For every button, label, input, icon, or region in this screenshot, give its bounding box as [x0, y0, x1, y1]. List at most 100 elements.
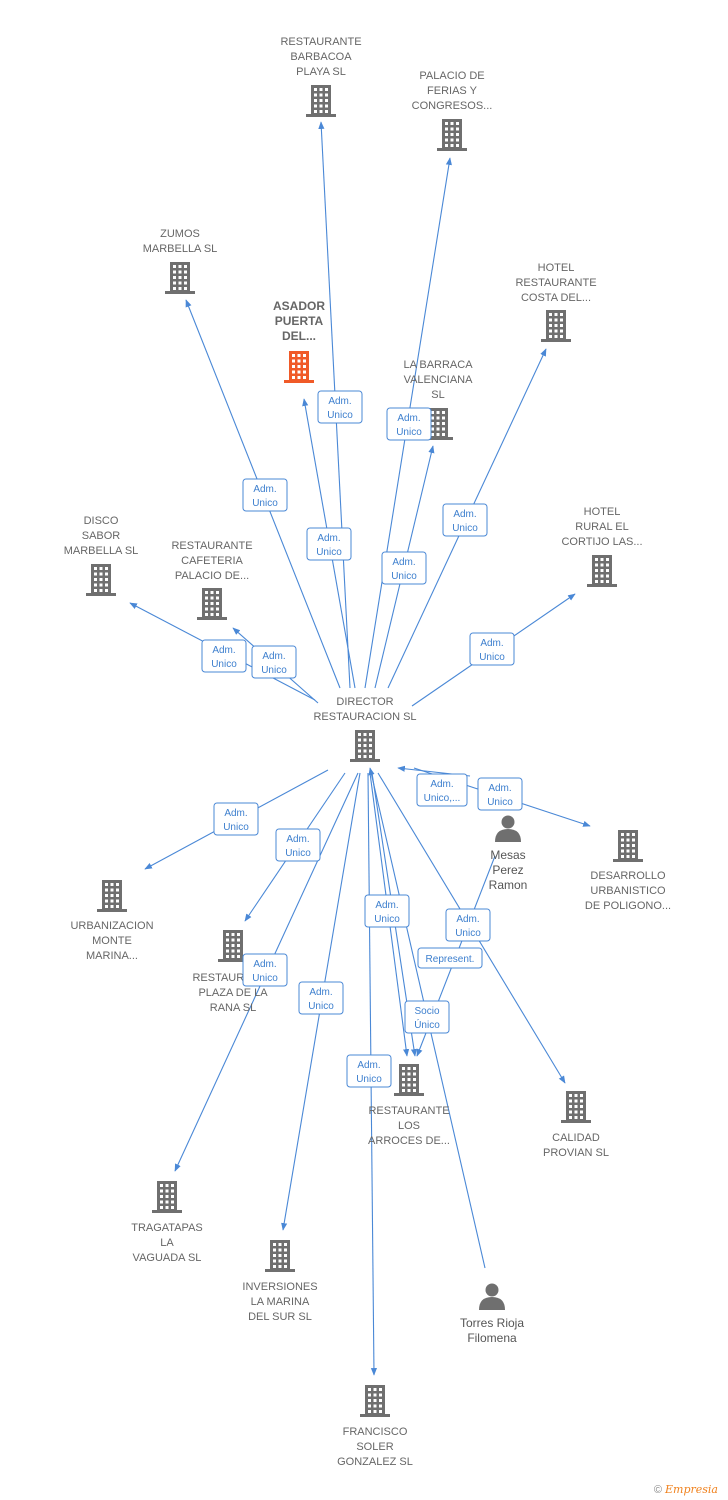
edge-label-text: Unico	[479, 652, 505, 663]
node-label: VALENCIANA	[404, 374, 474, 386]
node-la-barraca[interactable]: LA BARRACA VALENCIANA SL	[403, 359, 473, 440]
building-icon	[165, 262, 195, 294]
node-tragatapas[interactable]: TRAGATAPAS LA VAGUADA SL	[131, 1181, 203, 1264]
node-label: RESTAURANTE	[280, 36, 361, 48]
node-label: CAFETERIA	[181, 555, 243, 567]
node-label: Torres Rioja	[460, 1316, 524, 1330]
edge-label-text: Adm.	[286, 834, 309, 845]
edge-label-text: Unico	[252, 498, 278, 509]
edge-label-text: Unico	[356, 1074, 382, 1085]
node-label: HOTEL	[584, 506, 621, 518]
node-label: MONTE	[92, 935, 132, 947]
edge-label-text: Unico	[327, 410, 353, 421]
edge-label-box	[242, 953, 288, 987]
edge-label-director-inversiones[interactable]: Adm.Unico	[298, 981, 344, 1015]
edge-label-director-hotel_rural[interactable]: Adm.Unico	[469, 632, 515, 666]
empresia-logo[interactable]: Empresia	[665, 1483, 718, 1496]
edge-label-mesas-arroces[interactable]: Represent.	[417, 947, 483, 969]
edge-label-director-plaza_rana[interactable]: Adm.Unico	[275, 828, 321, 862]
edge-label-director-urbanizacion[interactable]: Adm.Unico	[213, 802, 259, 836]
edge-label-text: Adm.	[375, 900, 398, 911]
edge-label-director-calidad[interactable]: Adm.Unico	[445, 908, 491, 942]
building-icon	[437, 119, 467, 151]
edge-label-text: Socio	[414, 1006, 439, 1017]
building-icon	[561, 1091, 591, 1123]
edge-label-director-tragatapas[interactable]: Adm.Unico	[242, 953, 288, 987]
edge-label-text: Unico	[211, 659, 237, 670]
edge-label-box	[201, 639, 247, 673]
node-label: Ramon	[489, 878, 528, 892]
node-label: LA BARRACA	[403, 359, 473, 371]
edge-label-director-palacio_ferias[interactable]: Adm.Unico	[386, 407, 432, 441]
node-label: VAGUADA SL	[133, 1252, 202, 1264]
edge-label-torres-director[interactable]: Adm. Unico	[346, 1054, 392, 1088]
node-label: SL	[431, 389, 444, 401]
building-icon	[350, 730, 380, 762]
edge-label-box	[275, 828, 321, 862]
person-icon	[479, 1283, 505, 1310]
node-label: FERIAS Y	[427, 85, 478, 97]
edge-label-box	[381, 551, 427, 585]
node-label: DEL SUR SL	[248, 1311, 312, 1323]
edge-label-text: Unico	[396, 427, 422, 438]
node-label: LA	[160, 1237, 174, 1249]
edge-label-director-disco[interactable]: Adm. Unico	[201, 639, 247, 673]
node-label: SABOR	[82, 530, 121, 542]
building-icon	[306, 85, 336, 117]
node-label: ASADOR	[273, 299, 325, 313]
edge-label-director-zumos[interactable]: Adm.Unico	[242, 478, 288, 512]
edge-label-director-desarrollo[interactable]: Adm.Unico	[477, 777, 523, 811]
edge-label-box	[416, 773, 468, 807]
node-label: DEL...	[282, 329, 316, 343]
edge-label-text: Adm.	[212, 645, 235, 656]
edge-label-director-barraca[interactable]: Adm.Unico	[381, 551, 427, 585]
edge-label-text: Adm.	[328, 396, 351, 407]
edge-label-director-cafeteria[interactable]: Adm.Unico	[251, 645, 297, 679]
edge-label-box	[477, 777, 523, 811]
node-label: GONZALEZ SL	[337, 1456, 413, 1468]
edge-label-text: Adm.	[253, 959, 276, 970]
edge-label-director-hotel_costa[interactable]: Adm.Unico	[442, 503, 488, 537]
node-label: INVERSIONES	[242, 1281, 317, 1293]
node-label: Mesas	[490, 848, 525, 862]
node-urbanizacion-monte[interactable]: URBANIZACIONMONTEMARINA...	[70, 880, 154, 962]
node-label: RESTAURANTE	[515, 277, 596, 289]
edge-label-box	[298, 981, 344, 1015]
node-label: BARBACOA	[290, 51, 352, 63]
edge-label-text: Unico,...	[424, 793, 461, 804]
edge-label-mesas-director[interactable]: Adm.Unico,...	[416, 773, 468, 807]
edge-label-director-francisco[interactable]: Adm. Unico	[364, 894, 410, 928]
edge-label-text: Adm.	[392, 557, 415, 568]
building-icon	[587, 555, 617, 587]
edge-label-director-barbacoa[interactable]: Adm. Unico	[317, 390, 363, 424]
edge-label-text: Unico	[261, 665, 287, 676]
node-label: MARINA...	[86, 950, 138, 962]
edge-label-box	[417, 947, 483, 969]
edge-label-box	[213, 802, 259, 836]
edge-label-text: Unico	[374, 914, 400, 925]
node-asador-puerta[interactable]: ASADORPUERTADEL...	[273, 299, 325, 383]
node-label: TRAGATAPAS	[131, 1222, 203, 1234]
edge-label-text: Adm.	[357, 1060, 380, 1071]
node-label: MARBELLA SL	[143, 243, 218, 255]
edge-label-director-asador[interactable]: Adm.Unico	[306, 527, 352, 561]
node-label: Perez	[492, 863, 523, 877]
edge-label-box	[251, 645, 297, 679]
